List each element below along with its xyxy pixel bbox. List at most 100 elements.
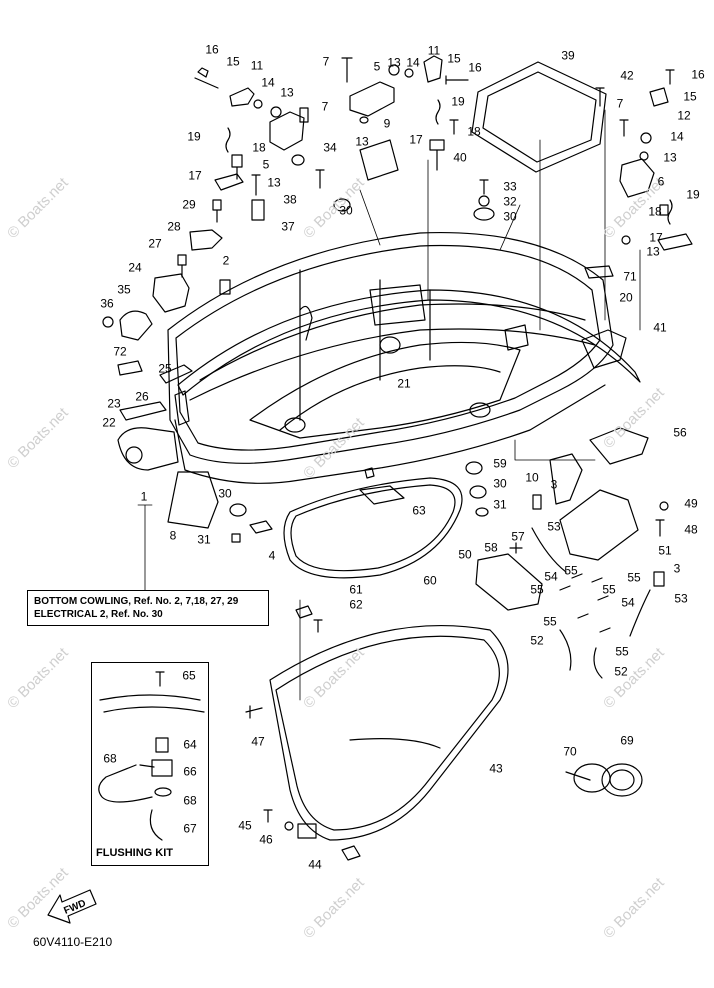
- seal-ring: [177, 289, 641, 396]
- callout-48: 48: [684, 522, 698, 537]
- callout-9: 9: [383, 116, 391, 131]
- callout-13: 13: [646, 244, 660, 259]
- upper-center-parts: [315, 55, 469, 212]
- callout-11: 11: [427, 43, 441, 58]
- callout-19: 19: [451, 94, 465, 109]
- callout-16: 16: [205, 42, 219, 57]
- callout-49: 49: [684, 496, 698, 511]
- callout-13: 13: [280, 85, 294, 100]
- callout-55: 55: [615, 644, 629, 659]
- callout-55: 55: [543, 614, 557, 629]
- bottom-cowling-shape: [167, 231, 614, 484]
- callout-31: 31: [197, 532, 211, 547]
- callout-65: 65: [182, 668, 196, 683]
- callout-51: 51: [658, 543, 672, 558]
- callout-4: 4: [268, 548, 276, 563]
- callout-18: 18: [648, 204, 662, 219]
- leader-lines: [137, 109, 641, 701]
- callout-59: 59: [493, 456, 507, 471]
- callout-7: 7: [616, 96, 624, 111]
- callout-5: 5: [373, 59, 381, 74]
- callout-53: 53: [547, 519, 561, 534]
- callout-70: 70: [563, 744, 577, 759]
- callout-7: 7: [321, 99, 329, 114]
- callout-36: 36: [100, 296, 114, 311]
- callout-2: 2: [222, 253, 230, 268]
- reference-note-box: BOTTOM COWLING, Ref. No. 2, 7,18, 27, 29…: [27, 590, 269, 626]
- callout-72: 72: [113, 344, 127, 359]
- callout-11: 11: [250, 58, 264, 73]
- callout-25: 25: [158, 361, 172, 376]
- callout-30: 30: [339, 203, 353, 218]
- callout-8: 8: [169, 528, 177, 543]
- note-line: ELECTRICAL 2, Ref. No. 30: [34, 609, 163, 620]
- callout-68: 68: [183, 793, 197, 808]
- callout-45: 45: [238, 818, 252, 833]
- callout-18: 18: [252, 140, 266, 155]
- callout-40: 40: [453, 150, 467, 165]
- upper-right-parts: [471, 61, 693, 251]
- callout-30: 30: [493, 476, 507, 491]
- callout-56: 56: [673, 425, 687, 440]
- callout-17: 17: [188, 168, 202, 183]
- callout-18: 18: [467, 124, 481, 139]
- clamp-parts: [565, 763, 643, 797]
- callout-14: 14: [670, 129, 684, 144]
- callout-15: 15: [683, 89, 697, 104]
- callout-55: 55: [564, 563, 578, 578]
- callout-3: 3: [673, 561, 681, 576]
- callout-7: 7: [322, 54, 330, 69]
- callout-13: 13: [663, 150, 677, 165]
- callout-28: 28: [167, 219, 181, 234]
- callout-26: 26: [135, 389, 149, 404]
- callout-19: 19: [686, 187, 700, 202]
- callout-5: 5: [262, 157, 270, 172]
- callout-17: 17: [649, 230, 663, 245]
- callout-24: 24: [128, 260, 142, 275]
- callout-16: 16: [468, 60, 482, 75]
- callout-60: 60: [423, 573, 437, 588]
- callout-46: 46: [259, 832, 273, 847]
- flushing-kit-parts: [98, 671, 205, 841]
- callout-14: 14: [261, 75, 275, 90]
- callout-19: 19: [187, 129, 201, 144]
- callout-64: 64: [183, 737, 197, 752]
- upper-left-parts: [102, 67, 309, 471]
- callout-54: 54: [621, 595, 635, 610]
- callout-43: 43: [489, 761, 503, 776]
- callout-39: 39: [561, 48, 575, 63]
- callout-35: 35: [117, 282, 131, 297]
- callout-61: 61: [349, 582, 363, 597]
- callout-52: 52: [614, 664, 628, 679]
- callout-57: 57: [511, 529, 525, 544]
- callout-20: 20: [619, 290, 633, 305]
- callout-31: 31: [493, 497, 507, 512]
- callout-54: 54: [544, 569, 558, 584]
- lower-left-parts: [167, 471, 405, 543]
- apron-cover-shape: [245, 605, 509, 861]
- callout-13: 13: [267, 175, 281, 190]
- callout-15: 15: [226, 54, 240, 69]
- callout-22: 22: [102, 415, 116, 430]
- callout-68: 68: [103, 751, 117, 766]
- callout-29: 29: [182, 197, 196, 212]
- callout-62: 62: [349, 597, 363, 612]
- callout-71: 71: [623, 269, 637, 284]
- flushing-kit-inset: [91, 662, 209, 866]
- callout-3: 3: [550, 477, 558, 492]
- callout-63: 63: [412, 503, 426, 518]
- callout-52: 52: [530, 633, 544, 648]
- callout-23: 23: [107, 396, 121, 411]
- callout-21: 21: [397, 376, 411, 391]
- callout-33: 33: [503, 179, 517, 194]
- right-side-parts: [465, 265, 669, 679]
- callout-32: 32: [503, 194, 517, 209]
- callout-53: 53: [674, 591, 688, 606]
- callout-15: 15: [447, 51, 461, 66]
- fwd-arrow-shape: [47, 889, 97, 924]
- callout-38: 38: [283, 192, 297, 207]
- callout-13: 13: [355, 134, 369, 149]
- callout-47: 47: [251, 734, 265, 749]
- callout-1: 1: [140, 489, 148, 504]
- callout-27: 27: [148, 236, 162, 251]
